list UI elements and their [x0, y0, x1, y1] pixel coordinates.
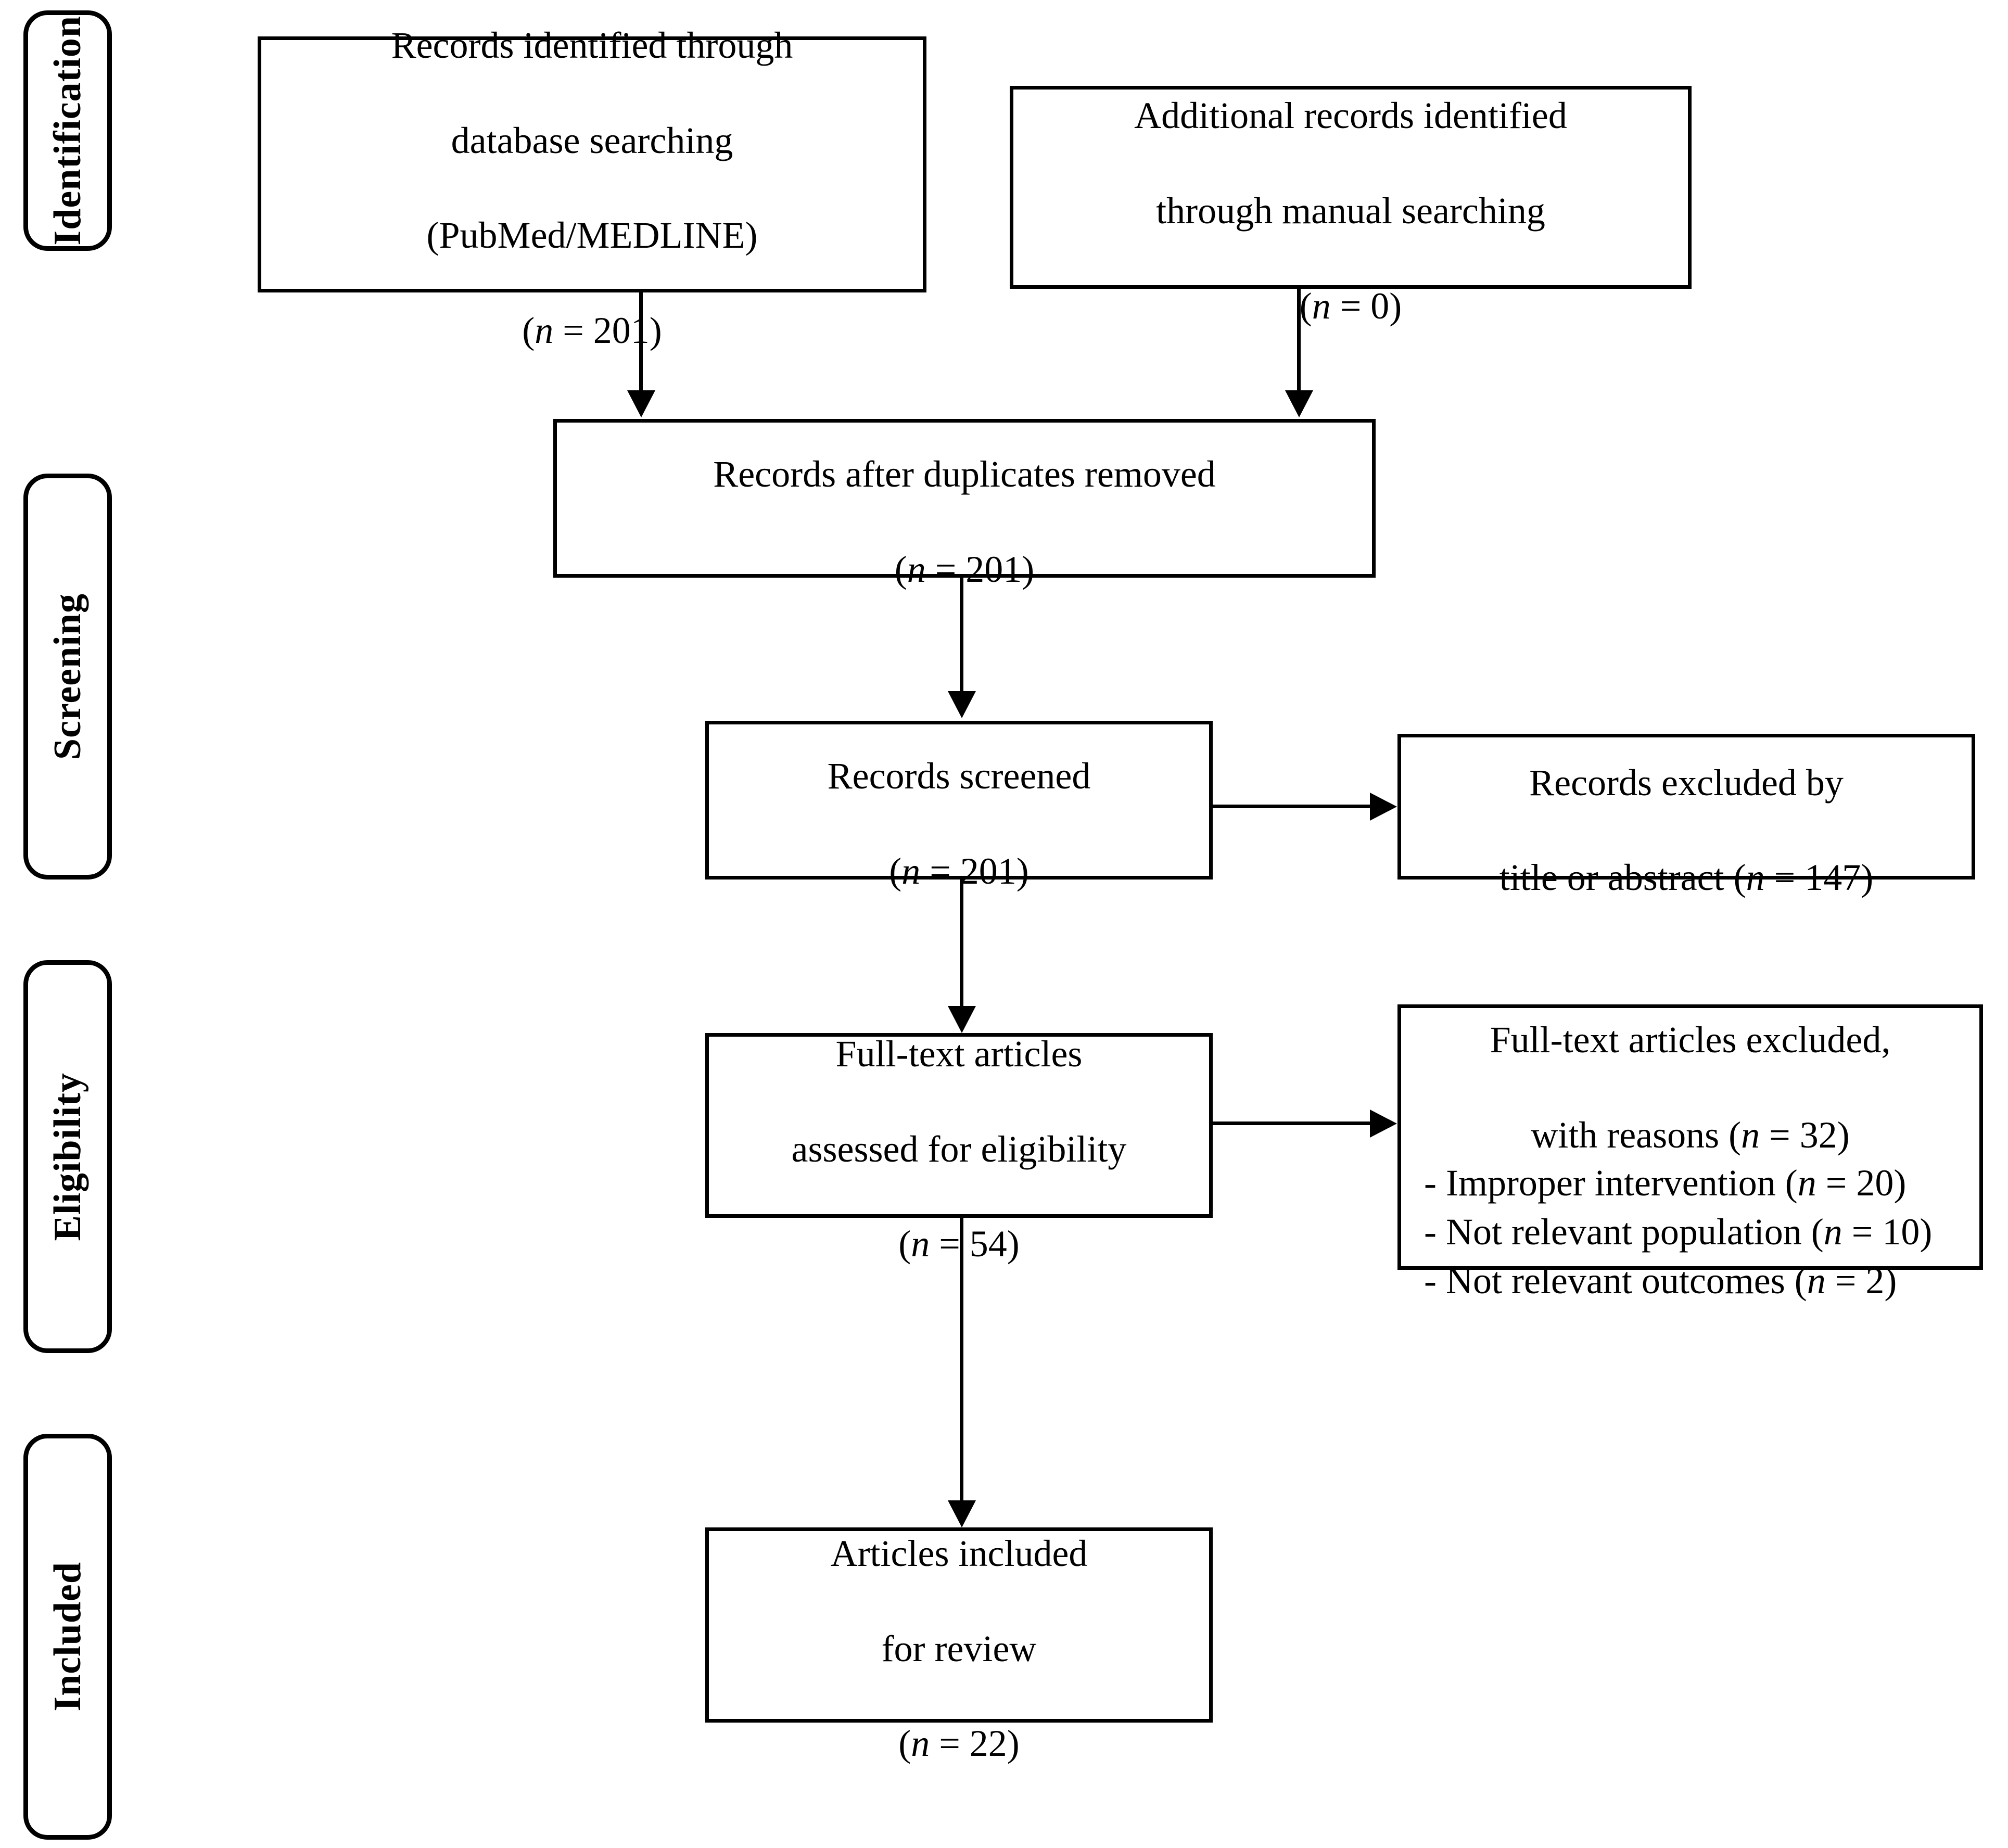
- n-italic: n: [901, 850, 921, 892]
- n-italic: n: [1823, 1211, 1842, 1253]
- n-italic: n: [1741, 1114, 1760, 1156]
- n-italic: n: [911, 1723, 930, 1765]
- stage-label-identification: Identification: [46, 16, 89, 246]
- connector-screened-to-excluded: [1213, 805, 1374, 808]
- box-fulltext-assessed: Full-text articles assessed for eligibil…: [705, 1033, 1213, 1265]
- box-fulltext-excluded-heading: Full-text articles excluded, with reason…: [1490, 1019, 1891, 1156]
- stage-label-screening: Screening: [46, 593, 89, 760]
- stage-label-included: Included: [46, 1562, 89, 1712]
- stage-pill-included: Included: [23, 1434, 112, 1840]
- n-italic: n: [535, 310, 554, 352]
- n-italic: n: [1746, 857, 1765, 899]
- box-manual-search-text: Additional records identified through ma…: [1134, 95, 1567, 327]
- stage-label-eligibility: Eligibility: [46, 1072, 89, 1241]
- connector-database-to-duplicates: [639, 292, 643, 392]
- connector-duplicates-to-screened: [960, 578, 963, 692]
- arrowhead-duplicates-to-screened: [948, 691, 976, 718]
- n-italic: n: [911, 1223, 930, 1265]
- box-manual-search: Additional records identified through ma…: [1010, 86, 1692, 327]
- arrowhead-manual-to-duplicates: [1285, 390, 1313, 417]
- box-records-screened: Records screened (n = 201): [705, 721, 1213, 892]
- n-italic: n: [1797, 1162, 1816, 1204]
- box-fulltext-excluded-content: Full-text articles excluded, with reason…: [1410, 969, 1970, 1306]
- stage-pill-identification: Identification: [23, 10, 112, 251]
- connector-screened-to-fulltext: [960, 880, 963, 1007]
- connector-manual-to-duplicates: [1297, 289, 1301, 392]
- arrowhead-database-to-duplicates: [627, 390, 655, 417]
- exclusion-reason-list: - Improper intervention (n = 20) - Not r…: [1410, 1159, 1970, 1305]
- exclusion-reason-item: - Not relevant population (n = 10): [1424, 1211, 1933, 1253]
- box-articles-included-text: Articles included for review (n = 22): [830, 1532, 1088, 1765]
- box-fulltext-excluded: Full-text articles excluded, with reason…: [1397, 1004, 1983, 1302]
- box-articles-included: Articles included for review (n = 22): [705, 1527, 1213, 1764]
- box-records-excluded: Records excluded by title or abstract (n…: [1397, 734, 1975, 898]
- n-italic: n: [1807, 1259, 1826, 1302]
- connector-fulltext-to-excluded: [1213, 1121, 1374, 1125]
- stage-pill-eligibility: Eligibility: [23, 960, 112, 1353]
- box-database-search: Records identified through database sear…: [258, 24, 926, 351]
- box-duplicates-removed-text: Records after duplicates removed (n = 20…: [713, 453, 1216, 590]
- box-fulltext-assessed-text: Full-text articles assessed for eligibil…: [791, 1033, 1127, 1265]
- n-italic: n: [1312, 285, 1331, 327]
- exclusion-reason-item: - Improper intervention (n = 20): [1424, 1162, 1907, 1204]
- stage-pill-screening: Screening: [23, 474, 112, 880]
- arrowhead-fulltext-to-excluded: [1370, 1110, 1397, 1138]
- box-records-excluded-text: Records excluded by title or abstract (n…: [1499, 761, 1874, 899]
- box-duplicates-removed: Records after duplicates removed (n = 20…: [553, 419, 1376, 590]
- n-italic: n: [907, 548, 926, 590]
- connector-fulltext-to-included: [960, 1218, 963, 1501]
- arrowhead-screened-to-excluded: [1370, 793, 1397, 821]
- exclusion-reason-item: - Not relevant outcomes (n = 2): [1424, 1259, 1897, 1302]
- box-records-screened-text: Records screened (n = 201): [827, 755, 1091, 892]
- arrowhead-fulltext-to-included: [948, 1500, 976, 1527]
- arrowhead-screened-to-fulltext: [948, 1006, 976, 1033]
- box-database-search-text: Records identified through database sear…: [391, 24, 793, 352]
